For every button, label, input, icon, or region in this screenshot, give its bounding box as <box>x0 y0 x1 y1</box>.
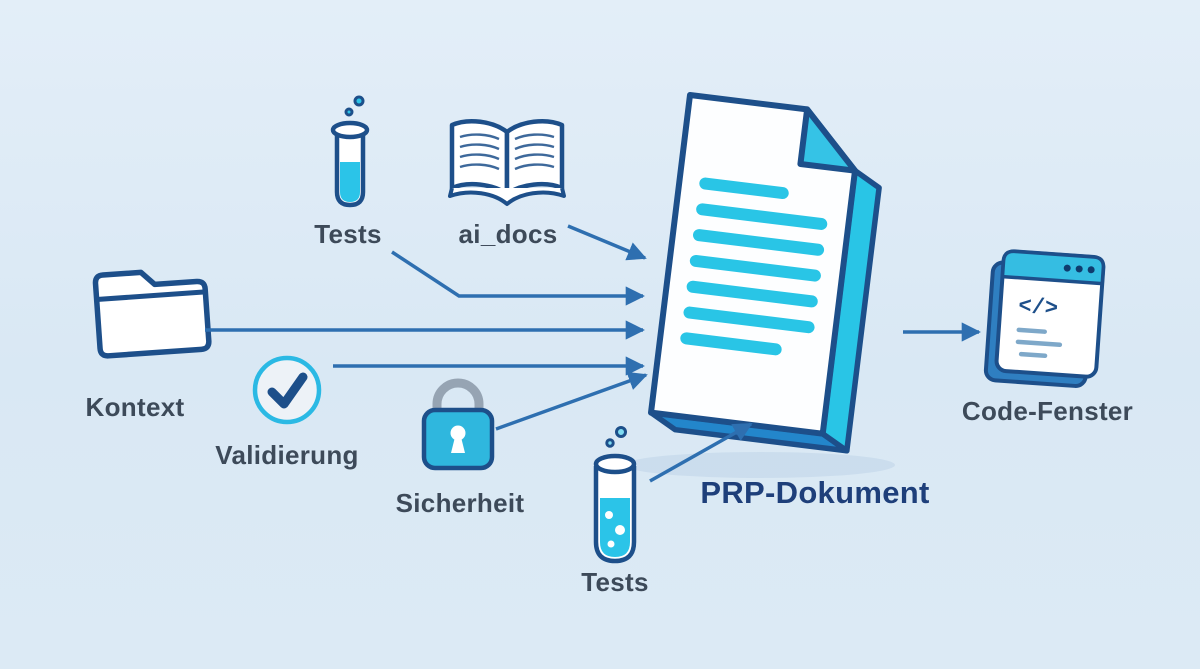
label-ai-docs: ai_docs <box>458 219 558 249</box>
arrow-tests-top-to-prp <box>391 250 645 306</box>
arrow-sicherheit-to-prp <box>495 371 648 431</box>
label-prp-dokument: PRP-Dokument <box>700 475 930 510</box>
label-tests-top: Tests <box>314 219 382 249</box>
document-icon <box>648 92 882 454</box>
arrow-tests-bottom-to-prp <box>649 422 753 483</box>
padlock-icon <box>421 378 495 471</box>
label-code-fenster: Code-Fenster <box>961 396 1134 426</box>
open-book-icon <box>448 118 566 206</box>
label-tests-bottom: Tests <box>581 567 649 597</box>
code-window-icon: </> <box>983 249 1106 388</box>
label-sicherheit: Sicherheit <box>395 488 525 518</box>
flow-arrows <box>205 224 981 483</box>
test-tube-icon <box>330 95 370 208</box>
label-validierung: Validierung <box>215 440 359 470</box>
test-tube-icon <box>593 426 637 564</box>
checkmark-circle-icon <box>252 355 322 425</box>
code-glyph: </> <box>1018 294 1059 322</box>
arrow-aidocs-to-prp <box>567 224 647 261</box>
folder-icon <box>92 269 212 359</box>
label-kontext: Kontext <box>85 392 185 422</box>
